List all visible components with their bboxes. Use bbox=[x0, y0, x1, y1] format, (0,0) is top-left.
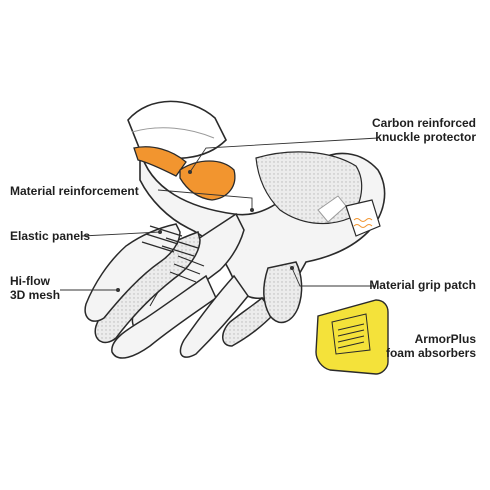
label-carbon-line-2: knuckle protector bbox=[375, 130, 476, 144]
leader-grip-patch bbox=[291, 267, 376, 287]
label-armorplus: ArmorPlus foam absorbers bbox=[386, 332, 476, 360]
armorplus-pad bbox=[315, 299, 389, 375]
leader-material-reinforcement bbox=[157, 189, 253, 210]
label-hi-flow-mesh: Hi-flow 3D mesh bbox=[10, 274, 60, 302]
label-material-grip-patch: Material grip patch bbox=[369, 278, 476, 292]
label-hi-flow-line-1: Hi-flow bbox=[10, 274, 50, 288]
label-carbon-knuckle-protector: Carbon reinforced knuckle protector bbox=[372, 116, 476, 144]
glove-fingers bbox=[84, 212, 303, 359]
label-material-reinforcement: Material reinforcement bbox=[10, 184, 139, 198]
leader-carbon bbox=[189, 137, 379, 173]
leader-elastic-panels bbox=[81, 231, 161, 237]
leader-lines bbox=[60, 137, 379, 291]
leader-dots bbox=[116, 170, 294, 292]
label-elastic-panels: Elastic panels bbox=[10, 229, 91, 243]
knuckle-protector-shape bbox=[133, 146, 236, 201]
label-armorplus-line-1: ArmorPlus bbox=[414, 332, 476, 346]
label-carbon-line-1: Carbon reinforced bbox=[371, 116, 476, 130]
label-armorplus-line-2: foam absorbers bbox=[385, 346, 476, 360]
label-hi-flow-line-2: 3D mesh bbox=[10, 288, 61, 302]
